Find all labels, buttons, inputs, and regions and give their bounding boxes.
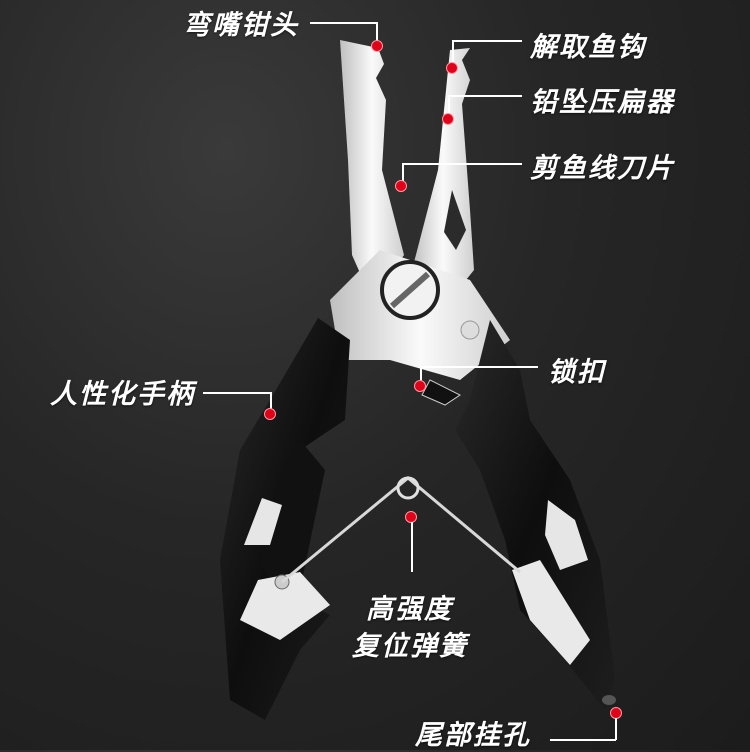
marker-dot [414,380,426,392]
leader-line [376,22,378,42]
callout-line-cutter: 剪鱼线刀片 [530,153,675,184]
marker-dot [395,180,407,192]
leader-line [411,522,413,572]
marker-dot [264,408,276,420]
leader-line [452,40,522,42]
callout-spring-line2: 复位弹簧 [352,631,468,662]
leader-line [203,392,271,394]
leader-line [270,392,272,410]
leader-line [448,95,450,115]
leader-line [402,163,404,183]
right-handle [455,320,615,710]
leader-line [452,40,454,64]
leader-line [310,22,377,24]
leader-line [550,739,616,741]
callout-hook-remover: 解取鱼钩 [530,32,646,63]
callout-split-shot-crimper: 铅坠压扁器 [530,87,675,118]
callout-bent-nose-tip: 弯嘴钳头 [183,10,299,41]
marker-dot [446,62,458,74]
left-jaw [340,40,404,300]
leader-line [420,366,422,382]
callout-spring-line1: 高强度 [366,594,453,625]
leader-line [615,718,617,740]
callout-lanyard-hole: 尾部挂孔 [415,720,531,751]
marker-dot [442,113,454,125]
leader-line [420,366,538,368]
leader-line [448,95,522,97]
marker-dot [371,40,383,52]
callout-lock: 锁扣 [548,357,606,388]
leader-line [402,163,522,165]
right-jaw [412,48,474,300]
callout-ergonomic-handle: 人性化手柄 [50,379,195,410]
